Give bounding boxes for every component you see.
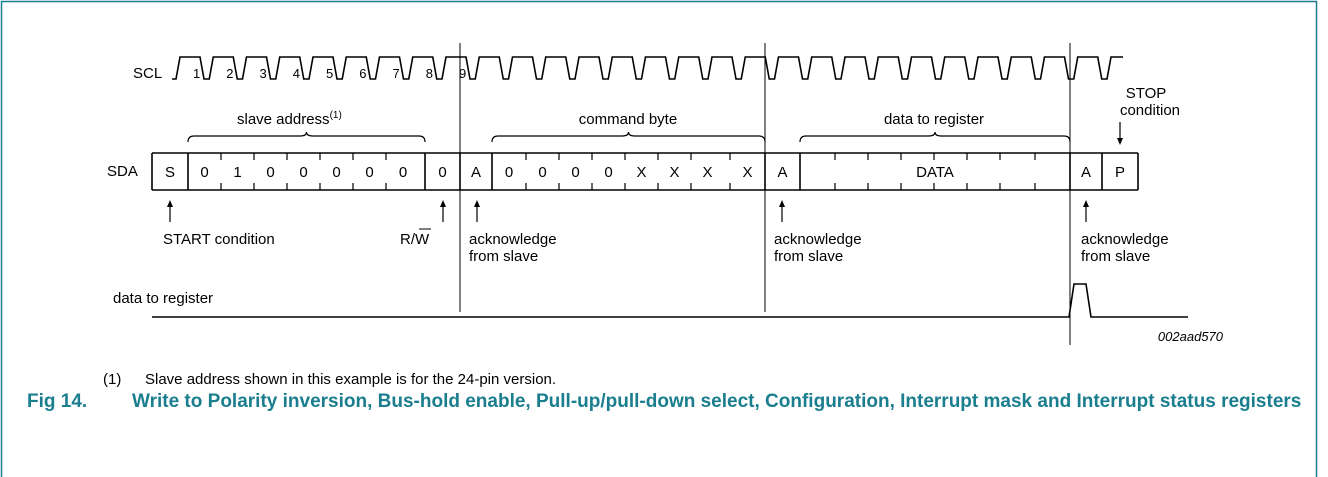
sda-cell-label: X <box>669 164 679 181</box>
data-to-register-signal-label: data to register <box>113 290 213 307</box>
up-arrow-head <box>440 200 446 207</box>
sda-cell-label: 0 <box>266 164 274 181</box>
sda-cell-label: DATA <box>916 164 954 181</box>
stop-label: STOP <box>1126 85 1167 102</box>
scl-pulse-number: 8 <box>426 66 433 81</box>
footnote-text: Slave address shown in this example is f… <box>145 371 557 388</box>
sda-cell-label: S <box>165 164 175 181</box>
figure-id: 002aad570 <box>1158 329 1224 344</box>
sda-cell-label: 0 <box>365 164 373 181</box>
field-brace <box>491 131 766 143</box>
caption-number: Fig 14. <box>27 391 88 412</box>
sda-cell-label: 0 <box>399 164 407 181</box>
up-arrow-head <box>474 200 480 207</box>
up-arrow-head <box>1083 200 1089 207</box>
sda-cell-label: X <box>742 164 752 181</box>
figure-caption: Fig 14. Write to Polarity inversion, Bus-… <box>27 389 1317 414</box>
sda-cell-label: 0 <box>332 164 340 181</box>
sda-cell-label: 0 <box>571 164 579 181</box>
footnote-number: (1) <box>103 371 122 388</box>
field-brace <box>187 131 426 143</box>
up-arrow-head <box>167 200 173 207</box>
slave-address-label: slave address(1) <box>237 110 342 128</box>
sda-cell-label: 0 <box>438 164 446 181</box>
ack3-line1: acknowledge <box>1081 231 1169 248</box>
sda-bit-labels: S 0 1 0 0 0 0 0 0 A 0 0 0 0 X X X X A DATA A P <box>165 164 1125 181</box>
scl-pulse-number: 7 <box>393 66 400 81</box>
sda-cell-label: 0 <box>538 164 546 181</box>
sda-cell-label: 0 <box>200 164 208 181</box>
sda-cell-label: 0 <box>604 164 612 181</box>
sda-cell-label: 1 <box>233 164 241 181</box>
scl-trace <box>172 56 1123 80</box>
data-to-register-brace-label: data to register <box>884 111 984 128</box>
scl-pulse-numbers: 1 2 3 4 5 6 7 8 9 <box>193 66 466 81</box>
field-braces <box>187 131 1071 143</box>
ack2-line2: from slave <box>774 248 843 265</box>
scl-waveform <box>172 56 1123 80</box>
sda-bus-frame <box>151 152 1139 191</box>
rw-label: R/W <box>400 231 430 248</box>
data-to-register-signal <box>152 283 1188 318</box>
scl-pulse-number: 9 <box>459 66 466 81</box>
sda-cell-label: A <box>1081 164 1091 181</box>
sda-cell-label: P <box>1115 164 1125 181</box>
scl-pulse-number: 2 <box>226 66 233 81</box>
sda-cell-label: 0 <box>505 164 513 181</box>
scl-pulse-number: 5 <box>326 66 333 81</box>
sda-cell-label: A <box>777 164 787 181</box>
scl-pulse-number: 3 <box>260 66 267 81</box>
ack1-line2: from slave <box>469 248 538 265</box>
footnote: (1) Slave address shown in this example i… <box>103 371 556 388</box>
sda-label: SDA <box>107 163 138 180</box>
sda-cell-label: A <box>471 164 481 181</box>
ack2-line1: acknowledge <box>774 231 862 248</box>
data-to-register-trace <box>152 283 1188 318</box>
scl-pulse-number: 4 <box>293 66 300 81</box>
caption-text: Write to Polarity inversion, Bus-hold en… <box>132 391 1302 412</box>
down-arrow-head <box>1117 138 1123 145</box>
scl-label: SCL <box>133 65 162 82</box>
scl-pulse-number: 6 <box>359 66 366 81</box>
slave-address-note: (1) <box>330 110 342 121</box>
stop-condition-label: condition <box>1120 102 1180 119</box>
field-brace <box>799 131 1071 143</box>
sda-cell-label: X <box>636 164 646 181</box>
byte-dividers <box>459 43 1071 345</box>
command-byte-label: command byte <box>579 111 677 128</box>
rw-label-w: W <box>415 231 430 248</box>
event-arrows <box>167 122 1123 222</box>
scl-pulse-number: 1 <box>193 66 200 81</box>
sda-cell-label: 0 <box>299 164 307 181</box>
up-arrow-head <box>779 200 785 207</box>
ack3-line2: from slave <box>1081 248 1150 265</box>
start-condition-label: START condition <box>163 231 275 248</box>
ack1-line1: acknowledge <box>469 231 557 248</box>
sda-cell-label: X <box>702 164 712 181</box>
